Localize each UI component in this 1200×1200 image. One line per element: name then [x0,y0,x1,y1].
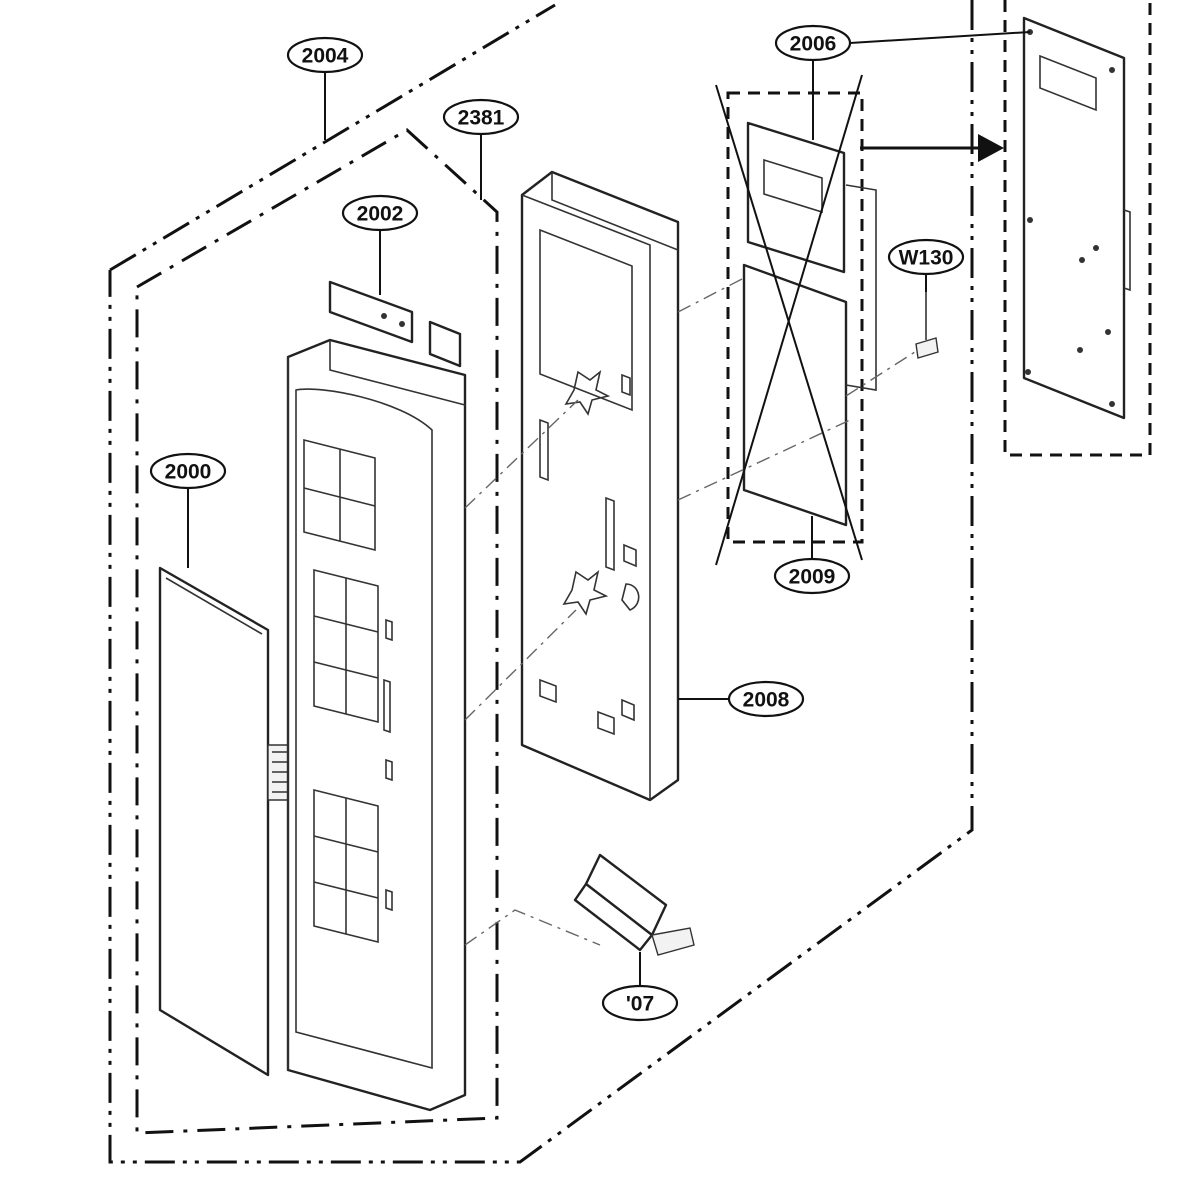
callout-label: '07 [626,993,654,1016]
part-2002-control-panel [286,280,467,1112]
callout-label: 2004 [302,45,349,68]
assembly-lines [464,277,919,946]
callout-c2006: 2006 [774,24,852,62]
replacement-arrow [860,134,1004,162]
callout-bubble [442,98,520,136]
callout-bubble [286,36,364,74]
callout-label: 2000 [165,461,212,484]
callout-label: 2006 [790,33,837,56]
callout-bubble [601,984,679,1022]
part-2008-bracket [520,170,680,802]
callout-label: 2008 [743,689,790,712]
callout-bubble [773,557,851,595]
callout-c2002: 2002 [341,194,419,232]
callout-bubble [774,24,852,62]
callout-label: 2002 [357,203,404,226]
callout-c2000: 2000 [149,452,227,490]
crossed-out-parts [715,74,877,566]
assembly-boundary-2004 [108,0,974,1164]
assembly-boundary-2381 [135,128,499,1135]
replacement-boundary [1003,0,1152,457]
callout-c2009: 2009 [773,557,851,595]
callout-label: 2381 [458,107,505,130]
callout-c2008: 2008 [727,680,805,718]
callout-label: W130 [899,247,954,270]
callout-c2004: 2004 [286,36,364,74]
callout-bubble [341,194,419,232]
callout-bubble [727,680,805,718]
leader-lines [187,31,1031,986]
callout-cW130: W130 [887,238,965,276]
callout-c2381: 2381 [442,98,520,136]
crossed-out-boundary [726,91,864,544]
part-W130-screw [915,290,939,359]
replacement-panel [1022,16,1131,420]
callout-label: 2009 [789,566,836,589]
callout-bubble [887,238,965,276]
callout-c07: '07 [601,984,679,1022]
part-07-clip [573,853,695,956]
callout-bubble [149,452,227,490]
